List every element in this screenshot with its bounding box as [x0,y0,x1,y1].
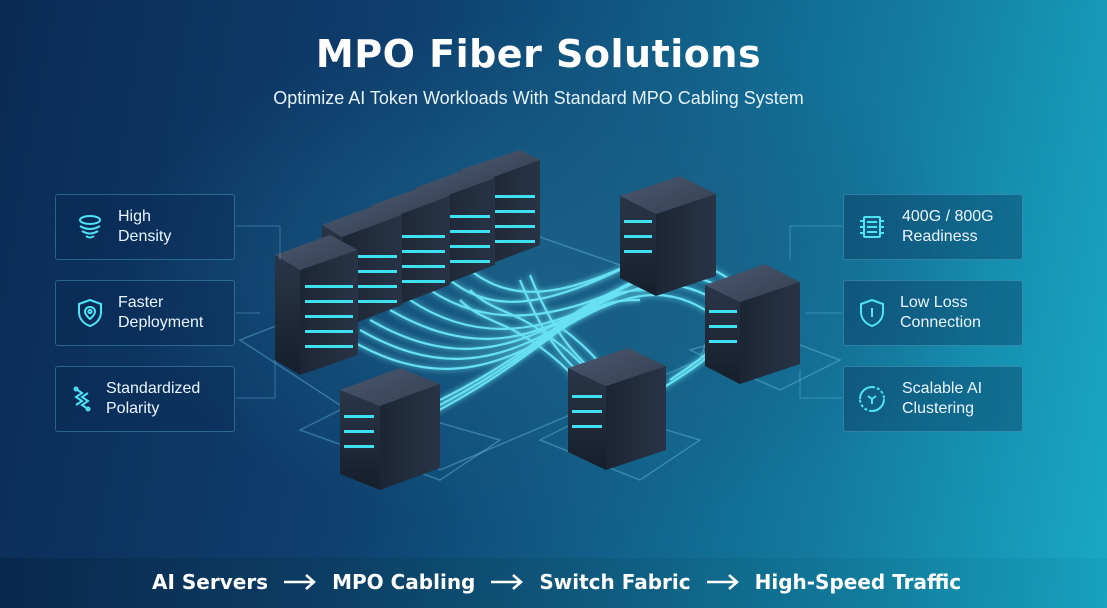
feature-label: Faster Deployment [118,294,204,331]
arrow-right-icon [284,574,316,590]
feature-card-low-loss-connection: Low Loss Connection [843,280,1023,346]
feature-label: High Density [118,208,172,245]
page-title: MPO Fiber Solutions [315,32,762,76]
arrow-right-icon [491,574,524,590]
shield-pin-icon [78,298,102,328]
feature-label: Standardized Polarity [106,380,201,417]
flow-step: MPO Cabling [332,570,476,594]
chip-icon [860,216,884,238]
flow-bar [0,558,1107,608]
feature-card-faster-deployment: Faster Deployment [55,280,235,346]
card-connector-lines [236,225,842,399]
arrow-right-icon [706,574,739,590]
polarity-icon [73,386,91,412]
server-rack [340,368,440,490]
feature-label: Low Loss Connection [900,294,981,331]
page-subtitle: Optimize AI Token Workloads With Standar… [273,88,804,108]
flow-steps: AI Servers MPO Cabling Switch Fabric Hig… [152,570,961,594]
flow-step: AI Servers [152,570,269,594]
feature-card-scalable-ai-clustering: Scalable AI Clustering [843,366,1023,432]
feature-card-standardized-polarity: Standardized Polarity [55,366,235,432]
server-rack [275,235,358,375]
server-rack [705,264,800,384]
feature-card-400g-800g-readiness: 400G / 800G Readiness [843,194,1023,260]
feature-label: 400G / 800G Readiness [902,208,994,245]
cluster-icon [859,386,885,412]
feature-card-high-density: High Density [55,194,235,260]
density-layers-icon [79,215,101,239]
flow-step: High-Speed Traffic [754,570,962,594]
server-rack [620,176,716,296]
server-rack [568,348,666,470]
flow-step: Switch Fabric [539,570,691,594]
feature-label: Scalable AI Clustering [902,380,983,417]
shield-icon [860,298,884,328]
